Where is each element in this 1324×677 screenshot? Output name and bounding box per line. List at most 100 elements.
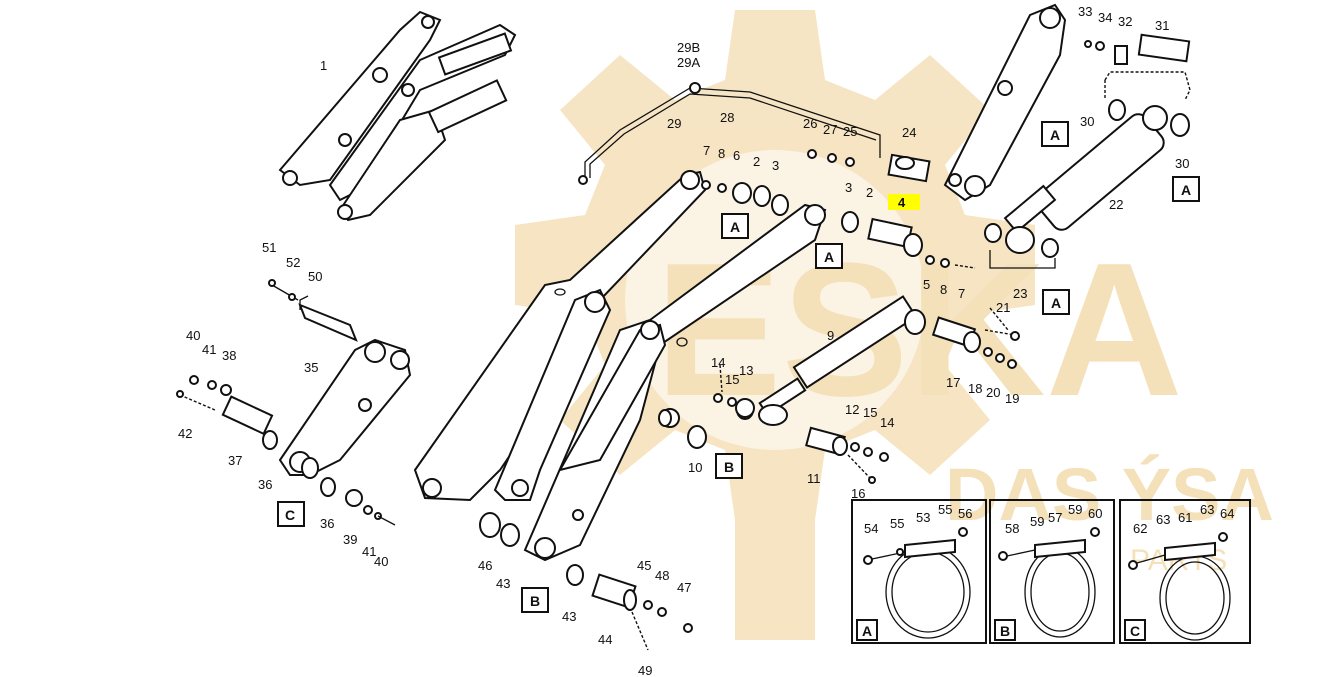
label-55b: 55: [938, 502, 952, 517]
label-62: 62: [1133, 521, 1147, 536]
label-29: 29: [667, 116, 681, 131]
label-64: 64: [1220, 506, 1234, 521]
part-35-linkage: [278, 338, 412, 476]
label-51: 51: [262, 240, 276, 255]
svg-text:C: C: [285, 507, 295, 523]
label-4: 4: [898, 195, 906, 210]
part-23-bracket-line: [989, 250, 1056, 269]
ref-box-b2[interactable]: B: [521, 587, 549, 613]
label-23: 23: [1013, 286, 1027, 301]
label-26: 26: [803, 116, 817, 131]
detail-a-label: A: [862, 623, 872, 639]
part-28-29-grease-line: [578, 82, 881, 185]
label-7a: 7: [703, 143, 710, 158]
label-50: 50: [308, 269, 322, 284]
label-28: 28: [720, 110, 734, 125]
ref-box-a5[interactable]: A: [1042, 289, 1070, 315]
label-2b: 2: [866, 185, 873, 200]
label-10: 10: [688, 460, 702, 475]
part-10-washer: [687, 425, 707, 449]
label-45: 45: [637, 558, 651, 573]
brand-watermark-small: DAS ÝSA: [945, 453, 1274, 536]
label-3a: 3: [772, 158, 779, 173]
label-47: 47: [677, 580, 691, 595]
label-43b: 43: [562, 609, 576, 624]
label-7b: 7: [958, 286, 965, 301]
label-25: 25: [843, 124, 857, 139]
label-40b: 40: [374, 554, 388, 569]
label-37: 37: [228, 453, 242, 468]
label-14a: 14: [711, 355, 725, 370]
left-lift-arm: [413, 170, 707, 502]
label-53: 53: [916, 510, 930, 525]
part-36-bushings: [301, 457, 396, 526]
label-3b: 3: [845, 180, 852, 195]
part-30-bushings: [1108, 99, 1190, 137]
label-41a: 41: [202, 342, 216, 357]
label-42: 42: [178, 426, 192, 441]
label-6: 6: [733, 148, 740, 163]
ref-box-b1[interactable]: B: [715, 453, 743, 479]
label-63b: 63: [1200, 502, 1214, 517]
label-22: 22: [1109, 197, 1123, 212]
label-29b: 29B: [677, 40, 700, 55]
label-21: 21: [996, 300, 1010, 315]
detail-box-b: [989, 499, 1115, 644]
upper-pin-hardware: [701, 180, 976, 269]
label-2a: 2: [753, 154, 760, 169]
label-11: 11: [807, 471, 821, 486]
label-8b: 8: [940, 282, 947, 297]
svg-text:A: A: [1050, 127, 1060, 143]
label-17: 17: [946, 375, 960, 390]
ref-box-a3[interactable]: A: [1041, 121, 1069, 147]
label-27: 27: [823, 122, 837, 137]
part-24-pin: [887, 153, 931, 183]
label-36b: 36: [320, 516, 334, 531]
label-30a: 30: [1080, 114, 1094, 129]
part-4-highlight: [888, 194, 920, 210]
label-49: 49: [638, 663, 652, 677]
label-38: 38: [222, 348, 236, 363]
part-labels: 29B 29A 29 28 33 34 32 31 30 30 26 27 25…: [178, 4, 1234, 677]
ref-box-a1[interactable]: A: [721, 213, 749, 239]
label-63a: 63: [1156, 512, 1170, 527]
label-34: 34: [1098, 10, 1112, 25]
detail-c-label: C: [1130, 623, 1140, 639]
label-33: 33: [1078, 4, 1092, 19]
svg-text:A: A: [1181, 182, 1191, 198]
label-44: 44: [598, 632, 612, 647]
part-10-bushing: [658, 409, 672, 427]
part-1-lift-frame: [278, 10, 517, 222]
label-55a: 55: [890, 516, 904, 531]
label-48: 48: [655, 568, 669, 583]
ref-box-a2[interactable]: A: [815, 243, 843, 269]
label-15a: 15: [725, 372, 739, 387]
ref-box-c1[interactable]: C: [277, 501, 305, 527]
label-5: 5: [923, 277, 930, 292]
label-59a: 59: [1030, 514, 1044, 529]
label-54: 54: [864, 521, 878, 536]
label-8a: 8: [718, 146, 725, 161]
part-17-pin: [931, 316, 1020, 369]
label-56: 56: [958, 506, 972, 521]
svg-text:B: B: [530, 593, 540, 609]
part-44-pin: [479, 512, 693, 651]
label-19: 19: [1005, 391, 1019, 406]
part-50-bracket: [268, 279, 358, 342]
ref-box-a4[interactable]: A: [1172, 176, 1200, 202]
label-36a: 36: [258, 477, 272, 492]
label-15b: 15: [863, 405, 877, 420]
label-32: 32: [1118, 14, 1132, 29]
svg-text:A: A: [1051, 295, 1061, 311]
label-61: 61: [1178, 510, 1192, 525]
label-12: 12: [845, 402, 859, 417]
label-18: 18: [968, 381, 982, 396]
label-59b: 59: [1068, 502, 1082, 517]
tilt-lever: [943, 3, 1067, 202]
label-9: 9: [827, 328, 834, 343]
label-1: 1: [320, 58, 327, 73]
label-13: 13: [739, 363, 753, 378]
label-30b: 30: [1175, 156, 1189, 171]
label-35: 35: [304, 360, 318, 375]
